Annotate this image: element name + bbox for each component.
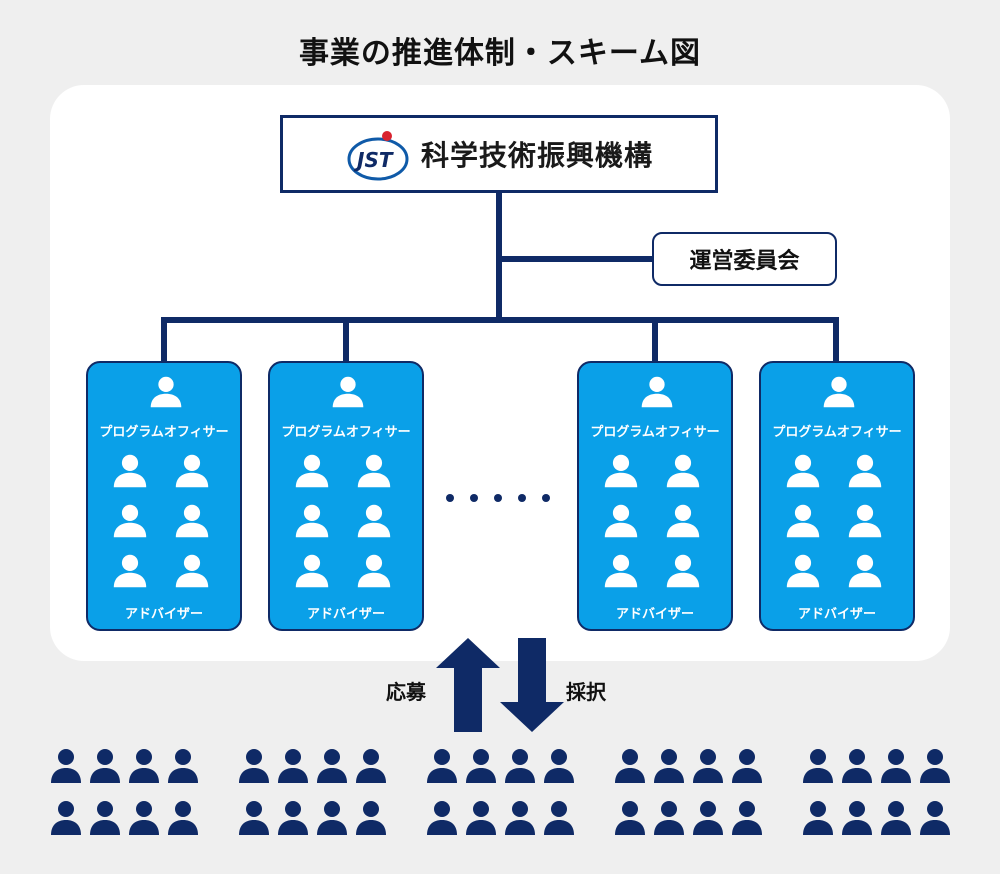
svg-text:JST: JST xyxy=(353,148,394,172)
apply-label: 応募 xyxy=(386,680,426,704)
jst-logo: JST xyxy=(347,131,409,181)
person-icon xyxy=(174,453,210,493)
select-label: 採択 xyxy=(566,680,606,704)
person-icon xyxy=(785,453,821,493)
program-officer-label: プログラムオフィサー xyxy=(99,425,229,440)
advisor-label: アドバイザー xyxy=(306,607,385,622)
advisor-label: アドバイザー xyxy=(124,607,203,622)
person-icon xyxy=(239,801,269,835)
person-icon xyxy=(331,375,365,413)
person-icon xyxy=(112,453,148,493)
person-icon xyxy=(603,553,639,593)
advisor-group xyxy=(601,453,713,593)
person-icon xyxy=(294,453,330,493)
person-icon xyxy=(90,801,120,835)
person-icon xyxy=(174,553,210,593)
person-icon xyxy=(51,749,81,783)
apply-arrow xyxy=(436,638,500,732)
person-icon xyxy=(732,749,762,783)
person-icon xyxy=(278,749,308,783)
person-icon xyxy=(168,801,198,835)
person-icon xyxy=(112,553,148,593)
person-icon xyxy=(847,453,883,493)
person-icon xyxy=(842,749,872,783)
person-icon xyxy=(112,503,148,543)
person-icon xyxy=(149,375,183,413)
person-icon xyxy=(803,749,833,783)
person-icon xyxy=(51,801,81,835)
person-icon xyxy=(803,801,833,835)
person-icon xyxy=(294,503,330,543)
person-icon xyxy=(615,801,645,835)
person-icon xyxy=(544,749,574,783)
organization-name: 科学技術振興機構 xyxy=(420,139,653,172)
person-icon xyxy=(615,749,645,783)
person-icon xyxy=(317,749,347,783)
person-icon xyxy=(129,749,159,783)
person-icon xyxy=(920,749,950,783)
person-icon xyxy=(356,553,392,593)
person-icon xyxy=(168,749,198,783)
person-icon xyxy=(603,453,639,493)
person-icon xyxy=(174,503,210,543)
person-icon xyxy=(640,375,674,413)
advisor-label: アドバイザー xyxy=(615,607,694,622)
person-icon xyxy=(356,801,386,835)
advisor-group xyxy=(110,453,222,593)
person-icon xyxy=(732,801,762,835)
advisor-label: アドバイザー xyxy=(797,607,876,622)
program-officer-card: プログラムオフィサー アドバイザー xyxy=(268,361,424,631)
person-icon xyxy=(665,453,701,493)
select-arrow xyxy=(500,638,564,732)
person-icon xyxy=(822,375,856,413)
person-icon xyxy=(654,749,684,783)
person-icon xyxy=(505,801,535,835)
person-icon xyxy=(427,801,457,835)
person-icon xyxy=(847,553,883,593)
program-officer-label: プログラムオフィサー xyxy=(281,425,411,440)
person-icon xyxy=(842,801,872,835)
person-icon xyxy=(317,801,347,835)
advisor-group xyxy=(783,453,895,593)
person-icon xyxy=(603,503,639,543)
person-icon xyxy=(881,801,911,835)
person-icon xyxy=(693,749,723,783)
person-icon xyxy=(294,553,330,593)
person-icon xyxy=(466,749,496,783)
person-icon xyxy=(356,453,392,493)
person-icon xyxy=(544,801,574,835)
person-icon xyxy=(665,503,701,543)
person-icon xyxy=(654,801,684,835)
page-title: 事業の推進体制・スキーム図 xyxy=(298,36,702,71)
person-icon xyxy=(693,801,723,835)
person-icon xyxy=(239,749,269,783)
person-icon xyxy=(278,801,308,835)
person-icon xyxy=(505,749,535,783)
person-icon xyxy=(356,749,386,783)
program-officer-label: プログラムオフィサー xyxy=(590,425,720,440)
person-icon xyxy=(356,503,392,543)
person-icon xyxy=(665,553,701,593)
advisor-group xyxy=(292,453,404,593)
person-icon xyxy=(427,749,457,783)
program-officer-card: プログラムオフィサー アドバイザー xyxy=(86,361,242,631)
program-officer-card: プログラムオフィサー アドバイザー xyxy=(577,361,733,631)
ellipsis xyxy=(446,488,552,508)
program-officer-card: プログラムオフィサー アドバイザー xyxy=(759,361,915,631)
person-icon xyxy=(920,801,950,835)
person-icon xyxy=(466,801,496,835)
person-icon xyxy=(881,749,911,783)
person-icon xyxy=(90,749,120,783)
jst-box: JST 科学技術振興機構 xyxy=(280,115,718,193)
person-icon xyxy=(785,553,821,593)
person-icon xyxy=(847,503,883,543)
steering-committee-box: 運営委員会 xyxy=(652,232,837,286)
person-icon xyxy=(129,801,159,835)
person-icon xyxy=(785,503,821,543)
program-officer-label: プログラムオフィサー xyxy=(772,425,902,440)
